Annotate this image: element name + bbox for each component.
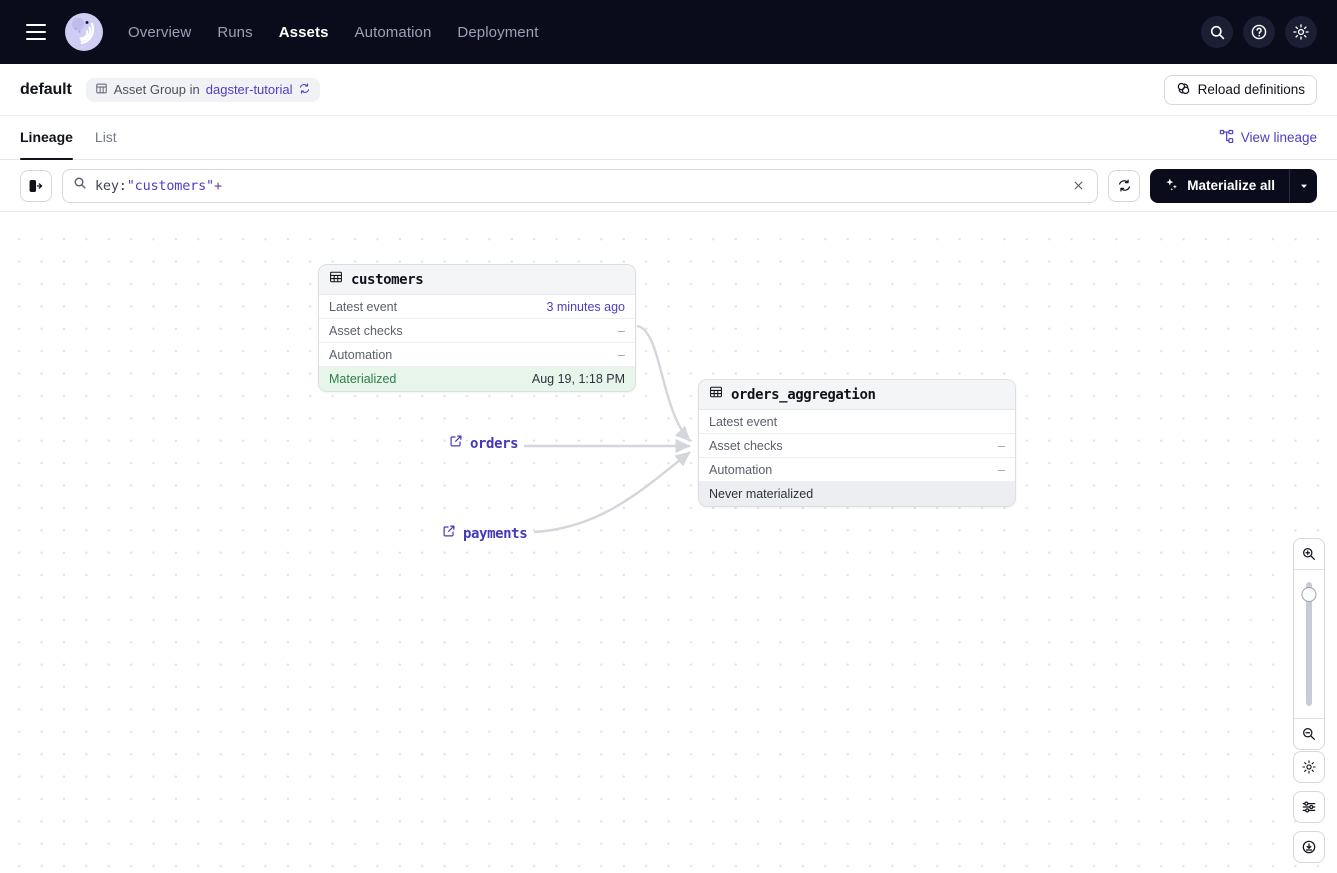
asset-row-key: Automation bbox=[709, 462, 773, 477]
reload-definitions-label: Reload definitions bbox=[1197, 82, 1305, 97]
sparkle-icon bbox=[1164, 177, 1179, 195]
lineage-graph-icon bbox=[1219, 129, 1234, 147]
materialize-options-chevron-down-icon[interactable] bbox=[1289, 168, 1317, 203]
recenter-graph-icon[interactable] bbox=[1293, 831, 1325, 863]
asset-materialized-timestamp: Aug 19, 1:18 PM bbox=[531, 372, 625, 386]
asset-status-badge: Never materialized bbox=[709, 487, 814, 501]
nav-links: Overview Runs Assets Automation Deployme… bbox=[128, 24, 538, 41]
asset-row-latest-event[interactable]: Latest event 3 minutes ago bbox=[319, 295, 635, 319]
zoom-in-icon[interactable] bbox=[1294, 539, 1324, 569]
asset-row-latest-event[interactable]: Latest event bbox=[699, 410, 1015, 434]
search-input-icon bbox=[73, 176, 87, 195]
page-header: default Asset Group in dagster-tutorial bbox=[0, 64, 1337, 116]
table-asset-icon bbox=[709, 385, 723, 404]
search-token-key: key: bbox=[95, 177, 127, 194]
edge-payments-to-orders-aggregation bbox=[533, 451, 691, 534]
asset-node-orders-aggregation[interactable]: orders_aggregation Latest event Asset ch… bbox=[698, 379, 1016, 507]
asset-row-materialized[interactable]: Materialized Aug 19, 1:18 PM bbox=[319, 367, 635, 391]
page-title: default bbox=[20, 80, 72, 98]
asset-row-never-materialized[interactable]: Never materialized bbox=[699, 482, 1015, 506]
reload-icon bbox=[1176, 81, 1191, 99]
graph-filters-icon[interactable] bbox=[1293, 791, 1325, 823]
nav-link-deployment[interactable]: Deployment bbox=[457, 23, 539, 41]
asset-row-value[interactable]: 3 minutes ago bbox=[546, 299, 625, 314]
external-link-icon bbox=[442, 524, 456, 543]
asset-row-value: – bbox=[998, 438, 1005, 453]
nav-actions bbox=[1201, 16, 1321, 48]
nav-link-overview[interactable]: Overview bbox=[128, 23, 192, 41]
reload-repo-icon[interactable] bbox=[298, 82, 311, 98]
external-link-icon bbox=[449, 434, 463, 453]
tabs: Lineage List bbox=[20, 116, 117, 160]
asset-row-automation[interactable]: Automation – bbox=[699, 458, 1015, 482]
asset-row-key: Asset checks bbox=[709, 438, 783, 453]
asset-row-asset-checks[interactable]: Asset checks – bbox=[319, 319, 635, 343]
asset-row-key: Latest event bbox=[709, 414, 778, 429]
lineage-edges bbox=[524, 324, 691, 534]
search-token-value: "customers" bbox=[126, 177, 214, 194]
asset-row-value: – bbox=[618, 323, 625, 338]
materialize-button-group: Materialize all bbox=[1150, 168, 1317, 203]
asset-node-customers[interactable]: customers Latest event 3 minutes ago Ass… bbox=[318, 264, 636, 392]
table-asset-icon bbox=[329, 270, 343, 289]
asset-row-automation[interactable]: Automation – bbox=[319, 343, 635, 367]
source-asset-name: payments bbox=[463, 525, 528, 542]
asset-status-badge: Materialized bbox=[329, 372, 397, 386]
asset-group-badge-prefix: Asset Group in bbox=[113, 82, 200, 97]
asset-group-icon bbox=[95, 82, 108, 98]
asset-group-repo-link[interactable]: dagster-tutorial bbox=[205, 82, 293, 97]
asset-node-header: customers bbox=[319, 265, 635, 295]
asset-lineage-canvas[interactable]: customers Latest event 3 minutes ago Ass… bbox=[0, 220, 1337, 873]
asset-row-value: – bbox=[618, 347, 625, 362]
graph-side-controls bbox=[1293, 751, 1325, 863]
view-lineage-label: View lineage bbox=[1240, 130, 1317, 145]
search-token-operator: + bbox=[213, 177, 222, 194]
nav-link-automation[interactable]: Automation bbox=[354, 23, 432, 41]
nav-link-assets[interactable]: Assets bbox=[278, 23, 329, 41]
tabs-row: Lineage List View lineage bbox=[0, 116, 1337, 160]
asset-row-key: Asset checks bbox=[329, 323, 403, 338]
asset-group-badge[interactable]: Asset Group in dagster-tutorial bbox=[85, 77, 321, 102]
asset-row-asset-checks[interactable]: Asset checks – bbox=[699, 434, 1015, 458]
edge-customers-to-orders-aggregation bbox=[636, 324, 691, 442]
clear-search-icon[interactable] bbox=[1070, 179, 1087, 192]
asset-node-name: orders_aggregation bbox=[731, 386, 876, 403]
tab-list[interactable]: List bbox=[94, 128, 117, 145]
zoom-control[interactable] bbox=[1293, 538, 1325, 750]
source-asset-payments[interactable]: payments bbox=[442, 524, 528, 543]
refresh-graph-button[interactable] bbox=[1108, 169, 1141, 202]
search-icon[interactable] bbox=[1201, 16, 1233, 48]
graph-toolbar: key:"customers"+ bbox=[0, 160, 1337, 212]
materialize-all-label: Materialize all bbox=[1187, 178, 1275, 193]
source-asset-orders[interactable]: orders bbox=[449, 434, 519, 453]
help-icon[interactable] bbox=[1243, 16, 1275, 48]
top-navigation-bar: Overview Runs Assets Automation Deployme… bbox=[0, 0, 1337, 64]
asset-row-key: Latest event bbox=[329, 299, 398, 314]
asset-row-value: – bbox=[998, 462, 1005, 477]
search-input[interactable]: key:"customers"+ bbox=[95, 178, 222, 194]
view-lineage-link[interactable]: View lineage bbox=[1219, 116, 1317, 159]
source-asset-name: orders bbox=[470, 435, 519, 452]
tab-lineage[interactable]: Lineage bbox=[20, 116, 73, 160]
graph-settings-gear-icon[interactable] bbox=[1293, 751, 1325, 783]
dagster-logo[interactable] bbox=[62, 10, 106, 54]
asset-node-header: orders_aggregation bbox=[699, 380, 1015, 410]
zoom-out-icon[interactable] bbox=[1294, 719, 1324, 749]
nav-link-runs[interactable]: Runs bbox=[217, 23, 253, 41]
hamburger-menu-icon[interactable] bbox=[20, 16, 52, 48]
asset-search-box[interactable]: key:"customers"+ bbox=[62, 168, 1099, 203]
zoom-slider-thumb[interactable] bbox=[1301, 587, 1317, 602]
asset-node-name: customers bbox=[351, 271, 424, 288]
zoom-slider-track bbox=[1306, 582, 1312, 706]
settings-gear-icon[interactable] bbox=[1285, 16, 1317, 48]
reload-definitions-button[interactable]: Reload definitions bbox=[1163, 74, 1317, 105]
sidebar-toggle-button[interactable] bbox=[20, 169, 52, 202]
materialize-all-button[interactable]: Materialize all bbox=[1150, 168, 1289, 203]
zoom-slider[interactable] bbox=[1294, 569, 1324, 719]
asset-row-key: Automation bbox=[329, 347, 393, 362]
